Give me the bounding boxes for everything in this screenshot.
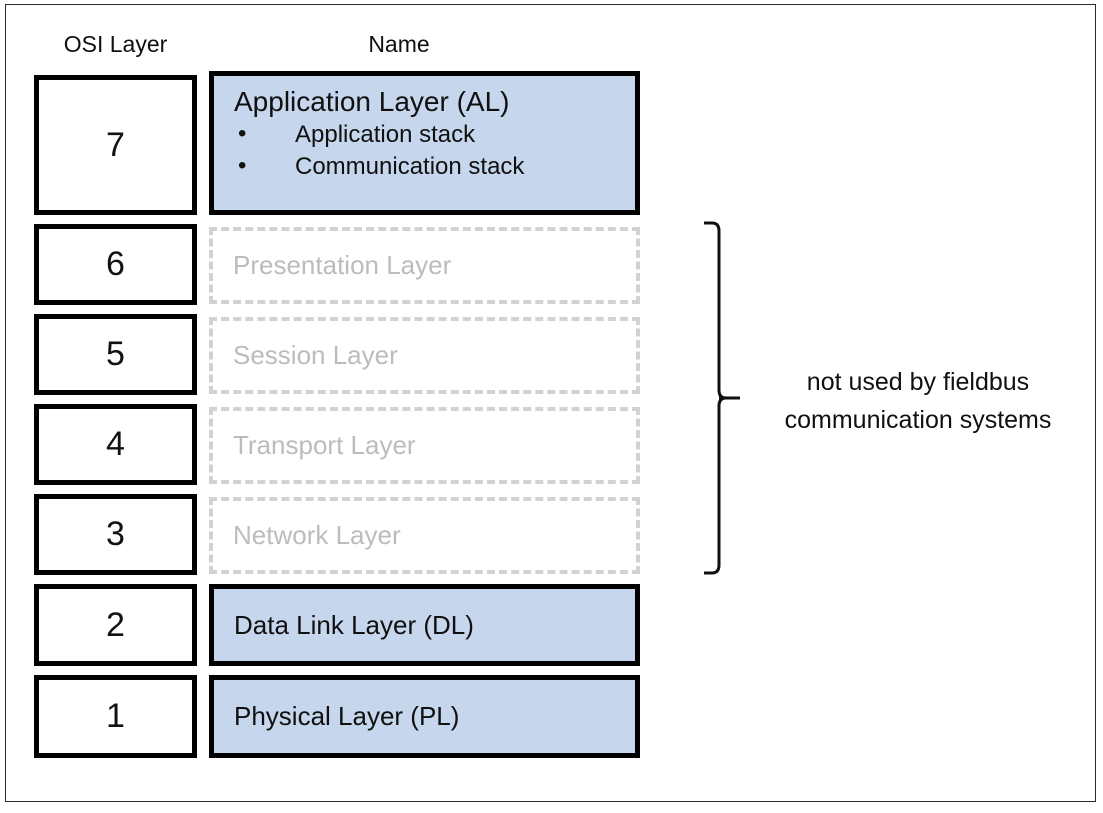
layer-name-box-presentation: Presentation Layer bbox=[209, 227, 640, 304]
bullet-icon: • bbox=[238, 120, 247, 147]
layer-number-box-6: 6 bbox=[34, 224, 197, 305]
annotation-line-1: not used by fieldbus bbox=[806, 368, 1030, 396]
layer-name-box-physical: Physical Layer (PL) bbox=[209, 675, 640, 758]
layer-name-box-network: Network Layer bbox=[209, 497, 640, 574]
layer-number-box-3: 3 bbox=[34, 494, 197, 575]
list-item-label: Application stack bbox=[295, 121, 476, 148]
layer-number-box-2: 2 bbox=[34, 584, 197, 666]
list-item: • Application stack bbox=[214, 119, 635, 151]
application-layer-bullet-list: • Application stack • Communication stac… bbox=[214, 119, 635, 182]
curly-brace-icon bbox=[704, 221, 740, 575]
layer-number-box-4: 4 bbox=[34, 404, 197, 485]
annotation-line-2: communication systems bbox=[784, 405, 1052, 434]
application-layer-title: Application Layer (AL) bbox=[234, 86, 510, 117]
layer-name-box-data-link: Data Link Layer (DL) bbox=[209, 584, 640, 666]
layer-name-box-session: Session Layer bbox=[209, 317, 640, 394]
layer-number-box-7: 7 bbox=[34, 75, 197, 215]
layer-name-box-application: Application Layer (AL) • Application sta… bbox=[209, 71, 640, 215]
column-header-osi-layer: OSI Layer bbox=[63, 31, 168, 57]
list-item: • Communication stack bbox=[214, 151, 635, 183]
annotation-not-used-by-fieldbus: not used by fieldbus communication syste… bbox=[748, 364, 1088, 439]
list-item-label: Communication stack bbox=[295, 152, 525, 180]
bullet-icon: • bbox=[238, 151, 247, 179]
layer-number-box-1: 1 bbox=[34, 675, 197, 758]
layer-number-box-5: 5 bbox=[34, 314, 197, 395]
layer-name-box-transport: Transport Layer bbox=[209, 407, 640, 484]
column-header-name: Name bbox=[368, 31, 430, 57]
